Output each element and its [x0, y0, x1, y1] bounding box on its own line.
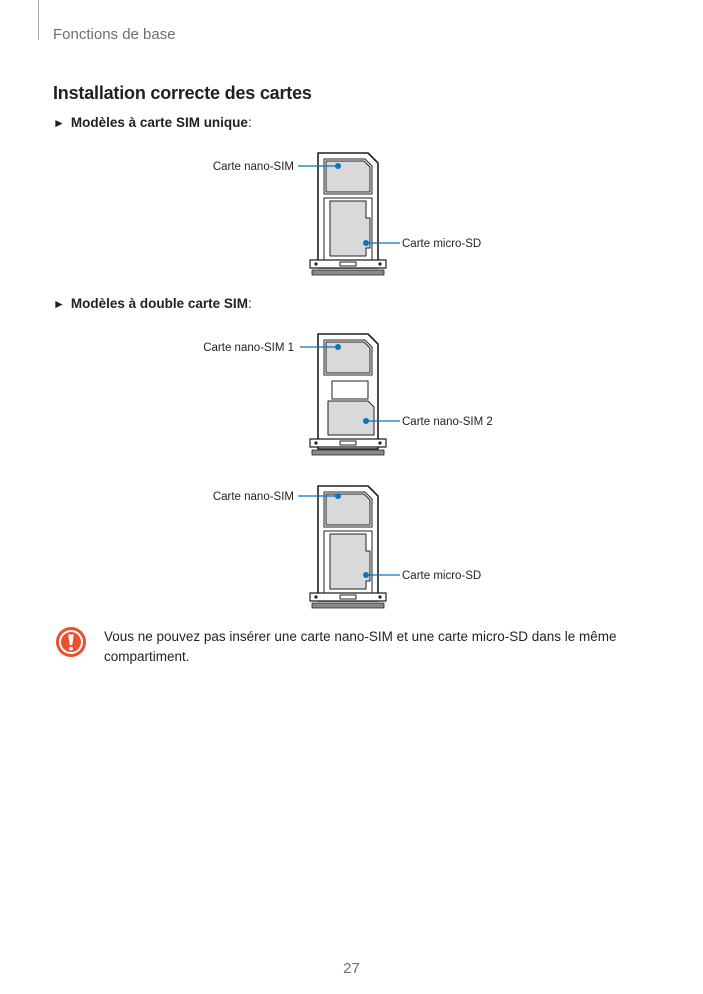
callout-label-micro-sd: Carte micro-SD: [402, 238, 481, 250]
nano-sim-card-2: [327, 400, 375, 436]
dual-sim-heading-label: Modèles à double carte SIM: [70, 296, 248, 311]
single-sim-tray-figure: Carte nano-SIM Carte micro-SD: [200, 148, 500, 278]
callout-label-nano-sim-2: Carte nano-SIM 2: [402, 416, 493, 428]
margin-rule: [38, 0, 39, 40]
callout-micro-sd: Carte micro-SD: [363, 238, 481, 250]
callout-label-nano-sim: Carte nano-SIM: [213, 161, 294, 173]
caution-text: Vous ne pouvez pas insérer une carte nan…: [104, 629, 617, 664]
callout-label-nano-sim: Carte nano-SIM: [213, 491, 294, 503]
running-header: Fonctions de base: [53, 26, 176, 43]
callout-nano-sim: Carte nano-SIM: [213, 491, 341, 503]
callout-nano-sim-2: Carte nano-SIM 2: [363, 416, 493, 428]
callout-label-micro-sd: Carte micro-SD: [402, 570, 481, 582]
callout-label-nano-sim-1: Carte nano-SIM 1: [203, 342, 294, 354]
callout-micro-sd: Carte micro-SD: [363, 570, 481, 582]
single-sim-heading-label: Modèles à carte SIM unique: [70, 115, 248, 130]
dual-sim-tray-figure: Carte nano-SIM 1 Carte nano-SIM 2: [200, 329, 500, 459]
dual-sim-microsd-tray-figure: Carte nano-SIM Carte micro-SD: [200, 481, 500, 611]
nano-sim-card: [325, 493, 371, 526]
dual-sim-heading: ► Modèles à double carte SIM :: [53, 296, 252, 311]
sim-tray: [309, 333, 387, 456]
arrow-right-icon: ►: [53, 296, 65, 311]
micro-sd-card: [329, 200, 371, 257]
single-sim-heading: ► Modèles à carte SIM unique :: [53, 115, 252, 130]
arrow-right-icon: ►: [53, 115, 65, 130]
sim-tray: [309, 152, 387, 276]
callout-nano-sim-1: Carte nano-SIM 1: [203, 342, 341, 354]
sim-tray: [309, 485, 387, 609]
page-number: 27: [343, 960, 360, 977]
micro-sd-card: [329, 533, 371, 590]
single-sim-heading-suffix: :: [247, 115, 252, 130]
caution-icon: [55, 626, 87, 658]
callout-nano-sim: Carte nano-SIM: [213, 161, 341, 173]
dual-sim-heading-suffix: :: [247, 296, 252, 311]
section-title: Installation correcte des cartes: [53, 83, 312, 103]
